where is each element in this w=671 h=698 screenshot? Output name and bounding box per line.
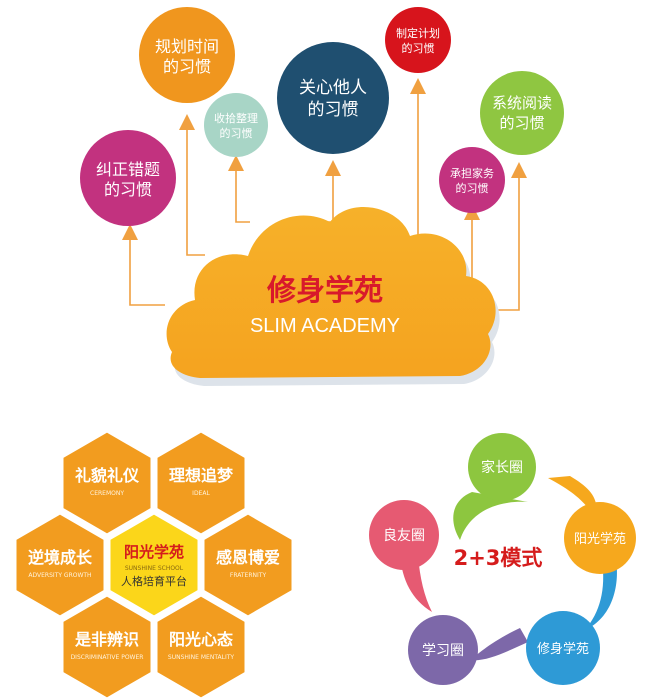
habit-circle-housework bbox=[439, 147, 505, 213]
model-node-study-circle: 学习圈 bbox=[408, 615, 478, 685]
habit-housework-line2: 的习惯 bbox=[456, 181, 489, 195]
cloud-shape bbox=[166, 207, 496, 378]
habit-make-plans: 制定计划 的习惯 bbox=[385, 7, 451, 73]
hex-ceremony-shape bbox=[60, 429, 154, 537]
hex-discriminative-power-title: 是非辨识 bbox=[74, 630, 139, 649]
habit-plan-time: 规划时间 的习惯 bbox=[139, 7, 235, 103]
habit-circle-reading bbox=[480, 71, 564, 155]
hex-adversity-growth: 逆境成长 ADVERSITY GROWTH bbox=[13, 511, 107, 619]
hex-discriminative-power-english: DISCRIMINATIVE POWER bbox=[71, 654, 144, 661]
model-node-friend-circle: 良友圈 bbox=[369, 500, 439, 570]
hex-adversity-growth-english: ADVERSITY GROWTH bbox=[28, 572, 91, 579]
model-node-circle-parent bbox=[468, 433, 536, 501]
hex-sunshine-mentality-shape bbox=[154, 593, 248, 698]
habit-circle-correct-errors bbox=[80, 130, 176, 226]
habit-housework: 承担家务 的习惯 bbox=[439, 147, 505, 213]
connector-care-others bbox=[318, 160, 341, 223]
habit-reading-line2: 的习惯 bbox=[499, 114, 544, 132]
connector-correct-errors bbox=[122, 224, 165, 306]
hex-adversity-growth-title: 逆境成长 bbox=[28, 548, 93, 567]
model-node-circle-slim bbox=[526, 611, 600, 685]
hex-discriminative-power: 是非辨识 DISCRIMINATIVE POWER bbox=[60, 593, 154, 698]
hex-ceremony-english: CEREMONY bbox=[90, 490, 124, 497]
hex-center-sunshine-school: 阳光学苑 SUNSHINE SCHOOL 人格培育平台 bbox=[107, 511, 201, 619]
habit-plan-time-line2: 的习惯 bbox=[163, 57, 211, 76]
hex-fraternity: 感恩博爱 FRATERNITY bbox=[201, 511, 295, 619]
habit-correct-errors: 纠正错题 的习惯 bbox=[80, 130, 176, 226]
swoosh-sunshine-school bbox=[548, 476, 597, 520]
hex-fraternity-shape bbox=[201, 511, 295, 619]
model-node-slim-academy: 修身学苑 bbox=[526, 611, 600, 685]
habit-organize-line2: 的习惯 bbox=[220, 126, 253, 140]
hex-ideal-title: 理想追梦 bbox=[169, 466, 234, 485]
hex-ideal-shape bbox=[154, 429, 248, 537]
swoosh-slim-academy bbox=[585, 560, 617, 630]
hex-adversity-growth-shape bbox=[13, 511, 107, 619]
habit-care-others: 关心他人 的习惯 bbox=[277, 42, 389, 154]
model-node-label-slim: 修身学苑 bbox=[537, 641, 589, 657]
hex-center-sunshine-school-english: SUNSHINE SCHOOL bbox=[125, 565, 184, 572]
hex-ideal: 理想追梦 IDEAL bbox=[154, 429, 248, 537]
model-node-parent-circle: 家长圈 bbox=[468, 433, 536, 501]
habit-circle-organize bbox=[204, 93, 268, 157]
habit-care-others-line1: 关心他人 bbox=[299, 78, 367, 98]
connector-make-plans bbox=[400, 78, 426, 239]
hex-center-sunshine-school-subtitle: 人格培育平台 bbox=[121, 574, 187, 588]
hex-center-sunshine-school-shape bbox=[107, 511, 201, 619]
cloud-subtitle: SLIM ACADEMY bbox=[250, 315, 400, 337]
habit-circle-care-others bbox=[277, 42, 389, 154]
hex-discriminative-power-shape bbox=[60, 593, 154, 698]
hex-sunshine-mentality-english: SUNSHINE MENTALITY bbox=[168, 654, 235, 661]
swoosh-study-circle bbox=[470, 628, 528, 661]
hex-sunshine-mentality-title: 阳光心态 bbox=[169, 630, 233, 649]
model-node-label-study: 学习圈 bbox=[422, 643, 464, 659]
model-node-label-parent: 家长圈 bbox=[481, 459, 523, 476]
swoosh-parent-circle bbox=[453, 492, 528, 540]
model-node-sunshine-school: 阳光学苑 bbox=[564, 502, 636, 574]
habit-housework-line1: 承担家务 bbox=[450, 166, 494, 180]
habit-correct-errors-line2: 的习惯 bbox=[104, 180, 152, 199]
hex-sunshine-mentality: 阳光心态 SUNSHINE MENTALITY bbox=[154, 593, 248, 698]
model-section: 家长圈 阳光学苑 修身学苑 学习圈 良友圈 2+3模式 bbox=[369, 433, 636, 685]
habit-reading: 系统阅读 的习惯 bbox=[480, 71, 564, 155]
habit-correct-errors-line1: 纠正错题 bbox=[96, 160, 160, 179]
hexagon-section: 礼貌礼仪 CEREMONY 理想追梦 IDEAL 逆境成长 ADVERSITY GROWT… bbox=[13, 429, 295, 698]
cloud-title: 修身学苑 bbox=[266, 273, 383, 307]
connector-plan-time bbox=[179, 114, 205, 256]
habit-reading-line1: 系统阅读 bbox=[492, 94, 552, 112]
hex-ceremony-title: 礼貌礼仪 bbox=[75, 466, 140, 485]
hex-fraternity-english: FRATERNITY bbox=[230, 572, 267, 579]
habit-care-others-line2: 的习惯 bbox=[308, 100, 359, 120]
habit-plan-time-line1: 规划时间 bbox=[155, 37, 219, 56]
habit-circle-plan-time bbox=[139, 7, 235, 103]
hex-fraternity-title: 感恩博爱 bbox=[216, 548, 280, 567]
hex-ceremony: 礼貌礼仪 CEREMONY bbox=[60, 429, 154, 537]
model-node-label-friend: 良友圈 bbox=[383, 528, 425, 544]
habit-circle-make-plans bbox=[385, 7, 451, 73]
model-node-circle-friend bbox=[369, 500, 439, 570]
connector-organize bbox=[228, 155, 250, 223]
habit-make-plans-line2: 的习惯 bbox=[402, 41, 435, 55]
habit-organize: 收拾整理 的习惯 bbox=[204, 93, 268, 157]
model-node-circle-study bbox=[408, 615, 478, 685]
model-title: 2+3模式 bbox=[454, 546, 543, 570]
hex-ideal-english: IDEAL bbox=[192, 490, 210, 497]
hex-center-sunshine-school-title: 阳光学苑 bbox=[124, 543, 184, 561]
model-node-circle-sunshine bbox=[564, 502, 636, 574]
model-node-label-sunshine: 阳光学苑 bbox=[574, 531, 626, 547]
cloud-habit-section: 修身学苑 SLIM ACADEMY 规划时间 的习惯 收拾整理 的习惯 关心他人… bbox=[80, 7, 564, 386]
habit-make-plans-line1: 制定计划 bbox=[396, 26, 440, 40]
habit-organize-line1: 收拾整理 bbox=[214, 111, 258, 125]
